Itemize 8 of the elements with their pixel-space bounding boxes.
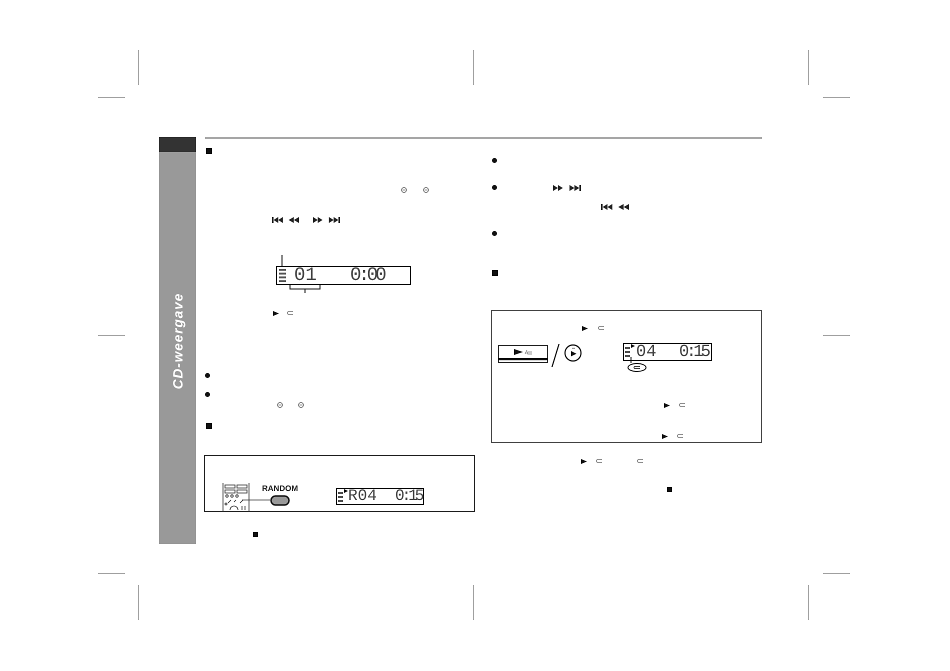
- track-number: R04: [348, 488, 377, 504]
- button-label: RANDOM: [262, 485, 298, 493]
- track-number: 04: [636, 344, 656, 361]
- time-readout: 0:15: [395, 488, 422, 504]
- track-number: 01: [294, 266, 317, 285]
- section-tab-title: CD-weergave: [171, 292, 185, 390]
- time-readout: 0:15: [679, 344, 708, 361]
- time-readout: 0:00: [350, 266, 384, 285]
